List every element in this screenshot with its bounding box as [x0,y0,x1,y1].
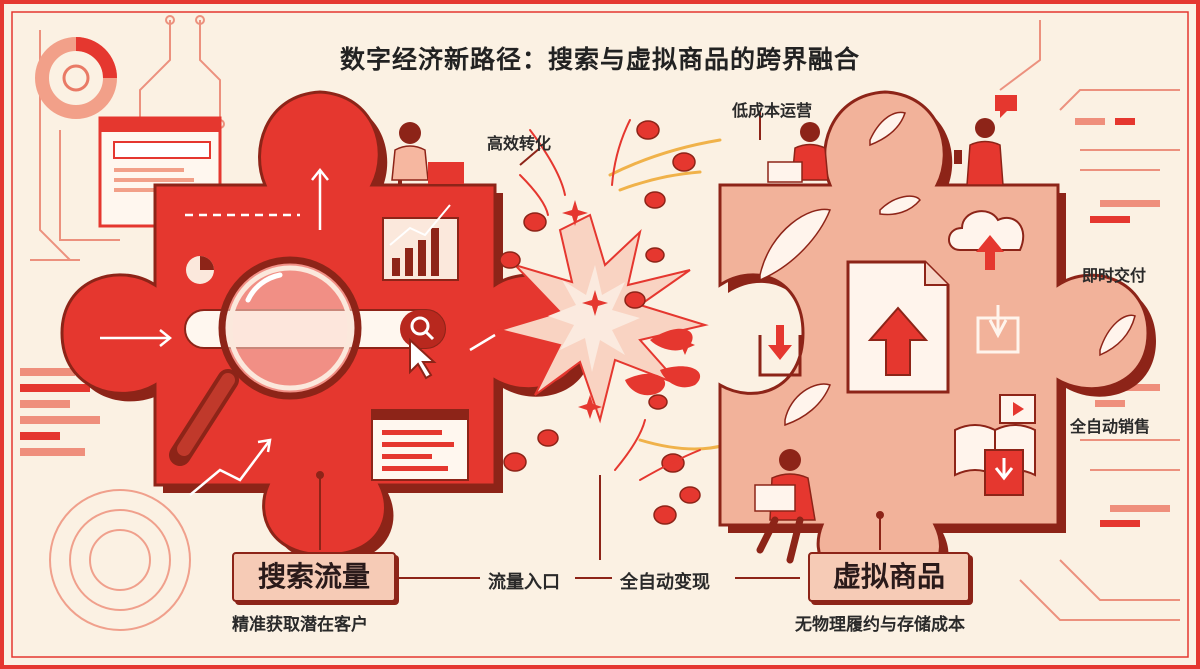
bars-left [20,368,100,456]
concentric-circles [49,489,191,631]
chat-bubble-icon [995,95,1017,118]
download-icon [976,305,1020,354]
label-virtual-goods: 虚拟商品 [808,552,970,602]
phone-user-icon [954,118,1004,186]
coin-icon [499,120,701,525]
cursor-icon [409,337,437,380]
subtitle-virtual-goods: 无物理履约与存储成本 [795,615,965,635]
caption-auto-monetization: 全自动变现 [620,572,710,593]
download-icon-left [758,325,802,377]
file-download-icon [984,449,1024,496]
bar-chart-icon [382,204,459,281]
laptop-user-icon-left [391,122,464,185]
feather-icon [759,111,1136,427]
callout-low-cost-operation: 低成本运营 [732,101,813,120]
red-streaks [519,119,701,481]
inner-frame [11,11,1189,658]
browser-window-icon-small [371,409,469,481]
laptop-user-icon-right-top [767,122,829,183]
callout-efficient-conversion: 高效转化 [487,134,552,153]
circuit-lines-right [999,20,1180,621]
page-title: 数字经济新路径：搜索与虚拟商品的跨界融合 [339,45,860,74]
connector-lines [316,112,884,579]
bars-right [1075,118,1170,527]
laptop-user-icon-bottom [754,449,816,564]
center-ribbons [625,328,701,396]
pie-chart-icon [186,256,214,284]
callout-instant-delivery: 即时交付 [1082,266,1147,285]
search-icon [410,316,430,336]
subtitle-search-traffic: 精准获取潜在客户 [232,615,368,635]
cloud-upload-icon [948,210,1025,270]
center-burst [496,213,709,424]
target-chart-icon [35,37,117,119]
callout-automatic-sales: 全自动销售 [1070,417,1151,436]
video-icon [999,394,1036,424]
label-search-traffic: 搜索流量 [232,552,396,602]
dashed-arrows [100,167,496,496]
gold-streaks [608,138,727,451]
magnifier-icon [169,256,362,466]
document-icon [846,260,950,394]
caption-traffic-entry: 流量入口 [488,572,560,593]
